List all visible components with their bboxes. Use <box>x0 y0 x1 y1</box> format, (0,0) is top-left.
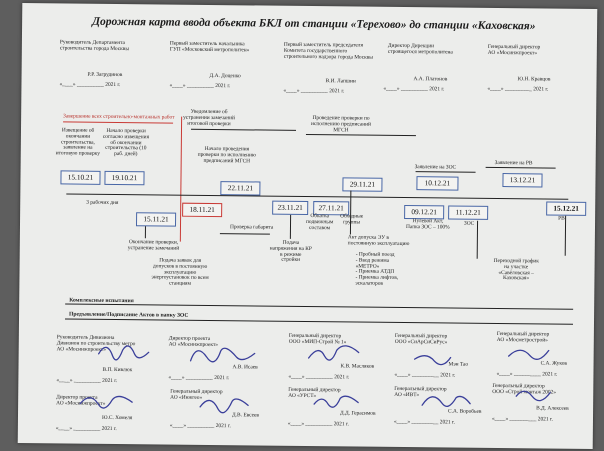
signature-kivlyuk <box>98 345 150 361</box>
document-sheet: Дорожная карта ввода объекта БКЛ от стан… <box>17 3 598 449</box>
signature-alekseev <box>515 390 551 402</box>
signature-khomelya <box>79 395 133 409</box>
signature-maslyakov <box>307 345 360 361</box>
signature-men-tao <box>413 355 452 366</box>
signature-evseev <box>199 398 249 414</box>
signature-gerasimov <box>313 395 359 408</box>
signature-isaev <box>189 347 256 363</box>
signature-zhukov <box>507 349 550 360</box>
handwritten-signatures <box>79 345 551 414</box>
signature-vorobyev <box>421 395 471 408</box>
